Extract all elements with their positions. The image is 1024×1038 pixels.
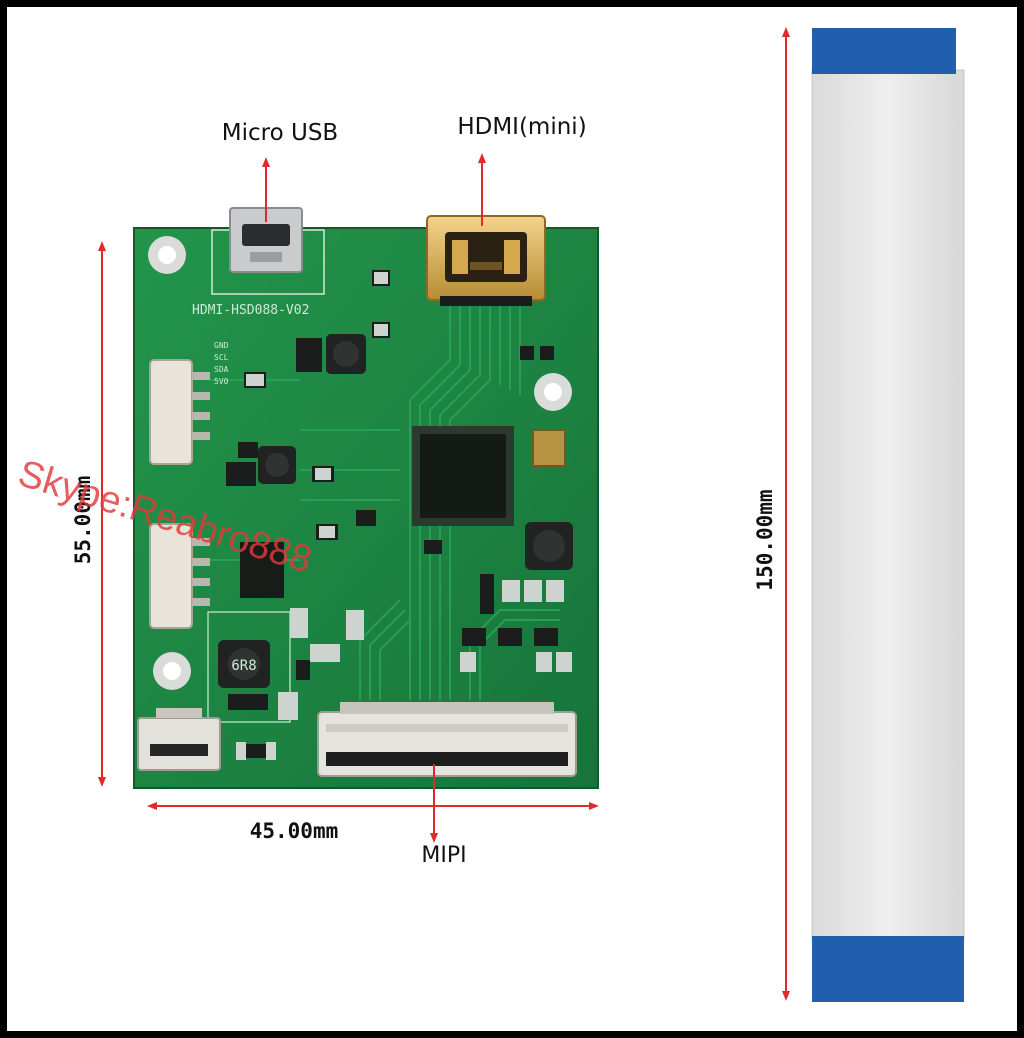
- pin-labels: GND SCL SDA 5V0: [214, 341, 229, 386]
- inductor-silk-outline: [207, 611, 291, 723]
- fpc-cable: [811, 28, 965, 1002]
- micro-usb-label: Micro USB: [222, 120, 338, 146]
- inductor: [525, 522, 573, 570]
- small-fpc-connector: [137, 708, 221, 771]
- inductor-6r8: 6R8: [218, 640, 270, 688]
- board-height-label: 55.00mm: [71, 476, 95, 565]
- pin-label: GND: [214, 341, 229, 350]
- mipi-label: MIPI: [421, 843, 466, 868]
- jst-connector: [149, 359, 210, 465]
- cable-stiffener-bottom: [812, 936, 964, 1002]
- inductor: [258, 446, 296, 484]
- board-model-silkscreen: HDMI-HSD088-V02: [192, 303, 309, 318]
- passive-components: [236, 272, 572, 760]
- mipi-fpc-connector: [317, 702, 577, 777]
- hdmi-label: HDMI(mini): [457, 114, 586, 140]
- mounting-hole: [534, 373, 572, 411]
- board-width-label: 45.00mm: [250, 819, 339, 843]
- pin-label: SDA: [214, 365, 229, 374]
- hdmi-mini-connector: [426, 215, 546, 306]
- cable-stiffener-top: [812, 28, 956, 74]
- inductor: [326, 334, 366, 374]
- pin-label: 5V0: [214, 377, 229, 386]
- mounting-hole: [153, 652, 191, 690]
- jst-connector: [149, 523, 210, 629]
- pin-label: SCL: [214, 353, 229, 362]
- main-ic-chip: [412, 426, 514, 526]
- inductor-mark: 6R8: [231, 658, 256, 674]
- cable-length-label: 150.00mm: [753, 489, 777, 590]
- secondary-ic-chip: [240, 542, 284, 598]
- micro-usb-connector: [229, 207, 303, 273]
- mounting-hole: [148, 236, 186, 274]
- pcb-board: 6R8: [133, 207, 599, 789]
- oscillator: [532, 429, 566, 467]
